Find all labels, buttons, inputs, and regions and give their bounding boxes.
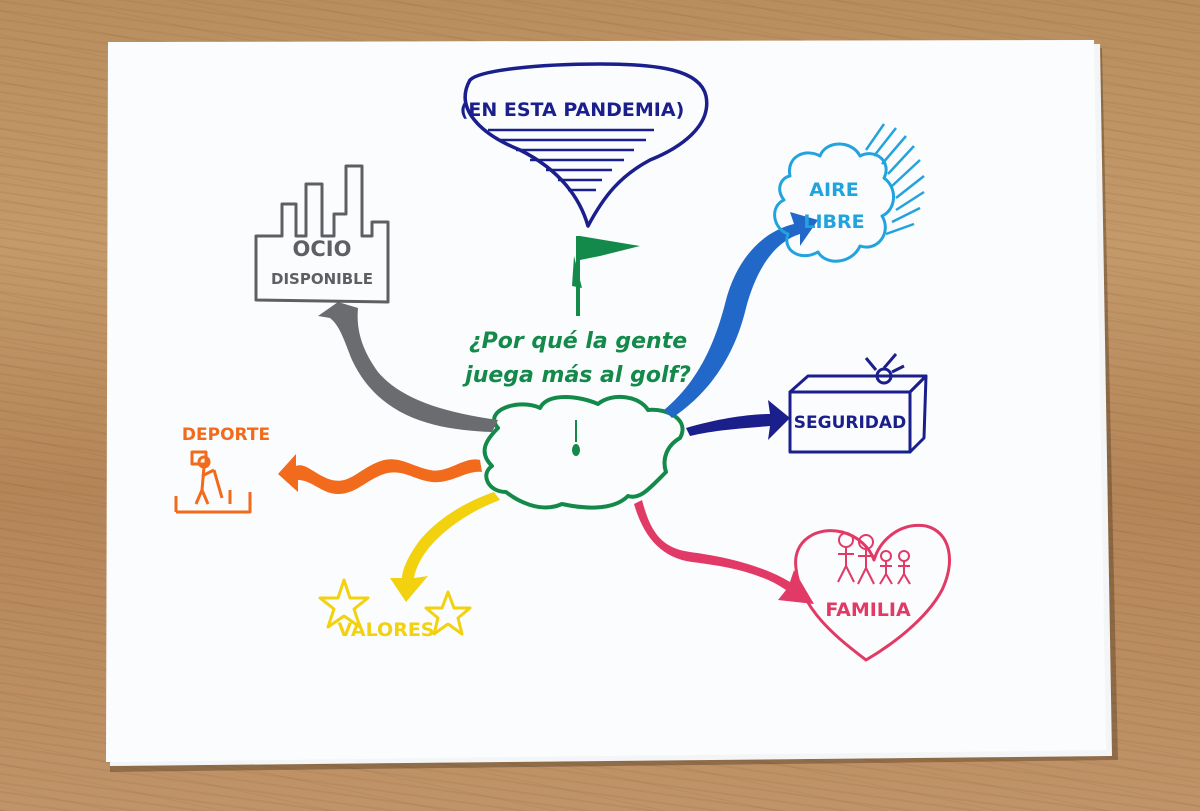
branch-aire-line-1: AIRE [809,179,858,201]
speech-bubble-icon [463,62,709,228]
branch-valores-label: VALORES [338,619,435,641]
branch-aire-arrow [664,212,818,418]
branch-valores-arrow [390,492,500,602]
title-line-2: juega más al golf? [462,363,691,388]
golfer-icon [174,450,252,514]
branch-ocio-line-1: OCIO [293,237,352,261]
title-line-1: ¿Por qué la gente [469,329,687,354]
heart-icon [794,523,951,662]
wind-lines [864,123,925,236]
branch-familia-arrow [634,500,814,604]
branch-familia-label: FAMILIA [825,599,911,621]
family-figures [837,532,911,585]
star-icon [318,578,472,636]
branch-seguridad-arrow [686,400,790,440]
branch-ocio-line-2: DISPONIBLE [271,270,373,288]
branch-deporte-label: DEPORTE [182,425,270,445]
safe-icon [788,353,928,454]
flag-icon [572,236,640,316]
cloud-icon [773,142,895,263]
center-green-icon [482,394,685,510]
branch-seguridad-label: SEGURIDAD [794,413,906,433]
branch-ocio-arrow [318,302,498,432]
branch-aire-line-2: LIBRE [803,211,864,233]
factory-icon [254,164,390,304]
bubble-text: (EN ESTA PANDEMIA) [460,99,685,121]
branch-deporte-arrow [278,454,482,494]
